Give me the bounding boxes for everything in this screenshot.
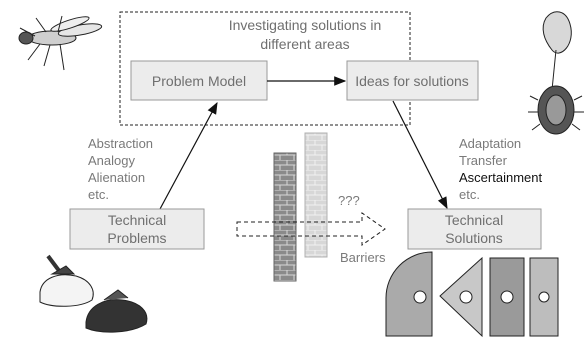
perforated-tiles-illustration: [385, 251, 559, 338]
ideas-label: Ideas for solutions: [355, 73, 469, 89]
barrier-wall-dark: [273, 152, 297, 282]
technical-solutions-line2: Solutions: [445, 230, 503, 246]
arrow-ideas-to-solutions: [392, 100, 448, 210]
vacuum-nozzle-illustration: [39, 254, 148, 333]
technical-solutions-box: Technical Solutions: [407, 208, 542, 250]
arrow-problems-to-model: [159, 101, 218, 210]
method-adaptation: Adaptation: [459, 136, 521, 151]
plant-illustration: [528, 11, 584, 135]
technical-problems-line1: Technical: [108, 212, 166, 228]
technical-problems-line2: Problems: [107, 230, 166, 246]
search-area-title-line2: different areas: [260, 36, 349, 52]
method-etc-left: etc.: [88, 187, 109, 202]
search-area-title-line1: Investigating solutions in: [229, 17, 382, 33]
problem-model-label: Problem Model: [152, 73, 246, 89]
barrier-question-marks: ???: [338, 193, 360, 208]
fly-illustration: [18, 15, 103, 71]
abstraction-methods-list: Abstraction Analogy Alienation etc.: [88, 136, 153, 202]
barrier-wall-light: [304, 132, 328, 258]
barriers-label: Barriers: [340, 250, 386, 265]
problem-model-box: Problem Model: [130, 60, 268, 101]
method-transfer: Transfer: [459, 153, 508, 168]
method-analogy: Analogy: [88, 153, 135, 168]
method-etc-right: etc.: [459, 187, 480, 202]
method-alienation: Alienation: [88, 170, 145, 185]
technical-problems-box: Technical Problems: [69, 208, 205, 250]
technical-solutions-line1: Technical: [445, 212, 503, 228]
method-abstraction: Abstraction: [88, 136, 153, 151]
blocked-transfer-arrow: [236, 212, 386, 246]
method-ascertainment: Ascertainment: [459, 170, 542, 185]
ideas-box: Ideas for solutions: [346, 60, 479, 101]
adaptation-methods-list: Adaptation Transfer Ascertainment etc.: [459, 136, 542, 202]
